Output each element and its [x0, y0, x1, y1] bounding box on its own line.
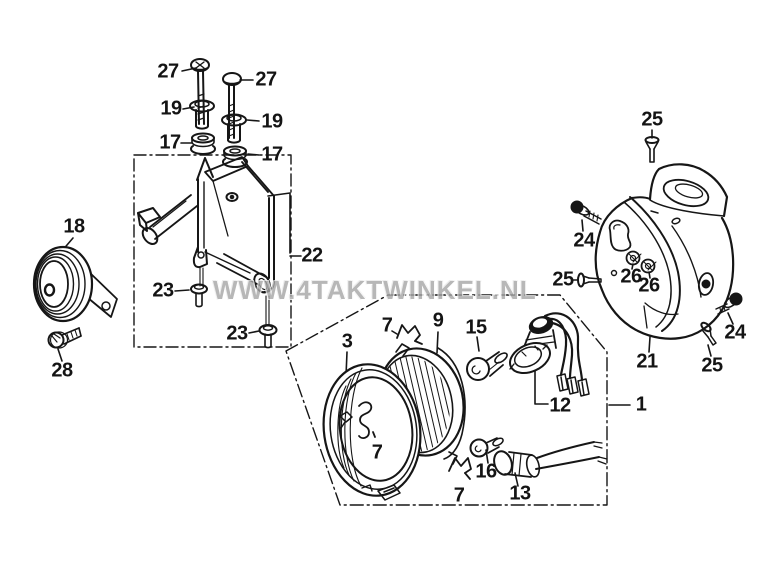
part-label-27-left: 27	[157, 60, 179, 83]
part-label-26-b: 26	[638, 274, 660, 297]
part-label-19-left: 19	[160, 97, 182, 120]
part-label-23-upper: 23	[152, 279, 174, 302]
screw-25-top	[644, 136, 660, 163]
leader-lines	[57, 67, 734, 487]
collar-19-right	[221, 113, 247, 144]
part-label-7-top: 7	[381, 314, 393, 337]
part-label-27-right: 27	[255, 68, 277, 91]
screw-27-right	[222, 72, 242, 139]
part-label-16: 16	[475, 460, 497, 483]
part-label-17-right: 17	[261, 143, 283, 166]
part-label-13: 13	[509, 482, 531, 505]
headlight-assembly-boundary	[285, 294, 608, 506]
retaining-spring-7-middle	[358, 401, 376, 439]
screw-24-left	[570, 200, 602, 225]
part-label-7-bottom: 7	[453, 484, 465, 507]
horn-18	[32, 245, 118, 323]
bolt-23-lower	[258, 324, 278, 349]
part-label-21: 21	[636, 350, 658, 373]
bulb-socket-13	[493, 441, 608, 478]
part-label-9: 9	[432, 309, 444, 332]
bulb-16	[469, 437, 504, 458]
headlight-case-21	[594, 163, 735, 340]
collar-19-left	[189, 99, 215, 130]
part-label-15: 15	[465, 316, 487, 339]
bulb-15	[466, 351, 508, 381]
part-label-7-middle: 7	[371, 441, 383, 464]
part-label-22: 22	[301, 244, 323, 267]
part-label-26-a: 26	[620, 265, 642, 288]
bracket-boundary-box	[133, 154, 292, 348]
part-label-17-left: 17	[159, 131, 181, 154]
screw-24-right	[715, 292, 743, 315]
spring-clip-7-bottom	[448, 457, 472, 480]
part-label-25-bottom-right: 25	[701, 354, 723, 377]
headlight-bracket-22	[137, 156, 275, 326]
bolt-28	[47, 327, 82, 349]
screw-25-left	[577, 272, 602, 288]
part-label-28: 28	[51, 359, 73, 382]
part-label-3: 3	[341, 330, 353, 353]
part-label-18: 18	[63, 215, 85, 238]
part-label-1: 1	[635, 393, 647, 416]
grommet-17-left	[190, 132, 216, 155]
part-label-23-lower: 23	[226, 322, 248, 345]
watermark: WWW.4TAKTWINKEL.NL	[213, 275, 537, 305]
spring-clip-7-top	[396, 324, 423, 345]
part-label-24-right: 24	[724, 321, 746, 344]
part-label-12: 12	[549, 394, 571, 417]
part-label-24-left: 24	[573, 229, 595, 252]
headlight-rim-3	[322, 363, 422, 501]
bolt-23-upper	[190, 283, 208, 308]
screw-27-left	[190, 58, 210, 125]
bulb-socket-12	[509, 312, 590, 397]
part-label-25-left: 25	[552, 268, 574, 291]
part-label-25-top: 25	[641, 108, 663, 131]
part-label-19-right: 19	[261, 110, 283, 133]
screw-25-right	[700, 321, 717, 346]
